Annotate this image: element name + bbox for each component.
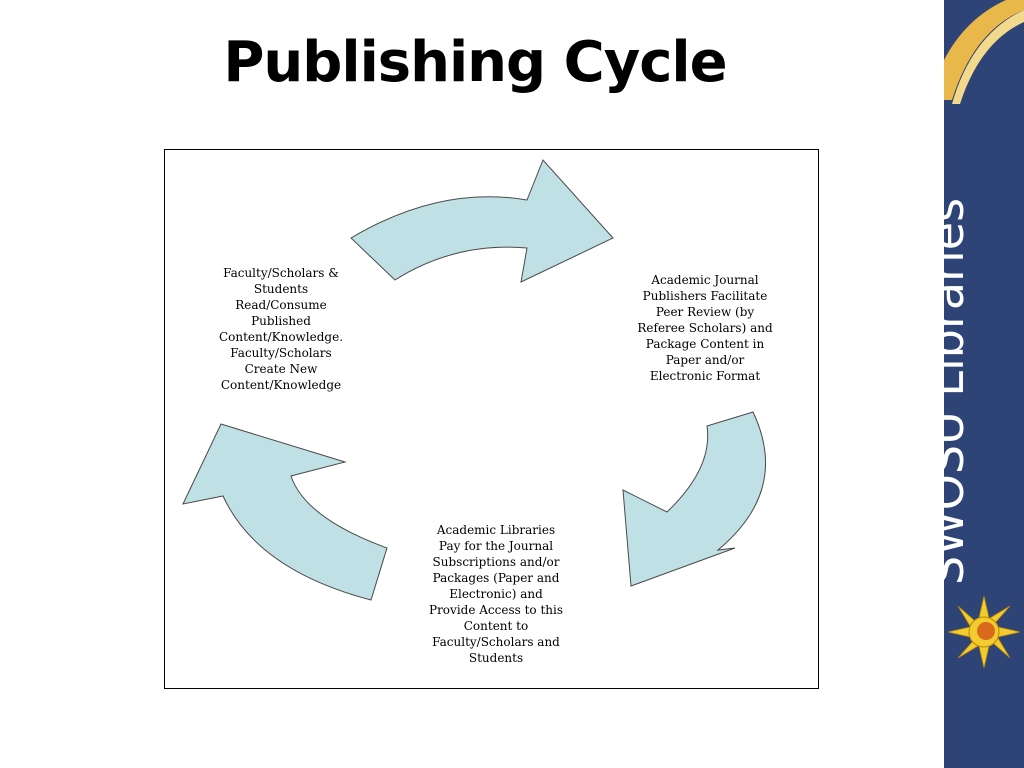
- cycle-diagram: Faculty/Scholars & Students Read/Consume…: [164, 149, 819, 689]
- arrow-libraries-to-users: [182, 423, 388, 601]
- sidebar-arc-decoration: [944, 0, 1024, 104]
- brand-wordmark: SWOSU Libraries: [920, 197, 974, 585]
- node-faculty-scholars-students: Faculty/Scholars & Students Read/Consume…: [218, 266, 344, 392]
- slide-title: Publishing Cycle: [223, 30, 727, 95]
- node-academic-libraries: Academic Libraries Pay for the Journal S…: [429, 523, 563, 665]
- cycle-arrows: [182, 159, 766, 601]
- arrow-publishers-to-libraries: [622, 411, 766, 587]
- arrow-users-to-publishers: [350, 159, 614, 283]
- sun-logo-icon: [947, 595, 1021, 669]
- node-journal-publishers: Academic Journal Publishers Facilitate P…: [637, 273, 773, 383]
